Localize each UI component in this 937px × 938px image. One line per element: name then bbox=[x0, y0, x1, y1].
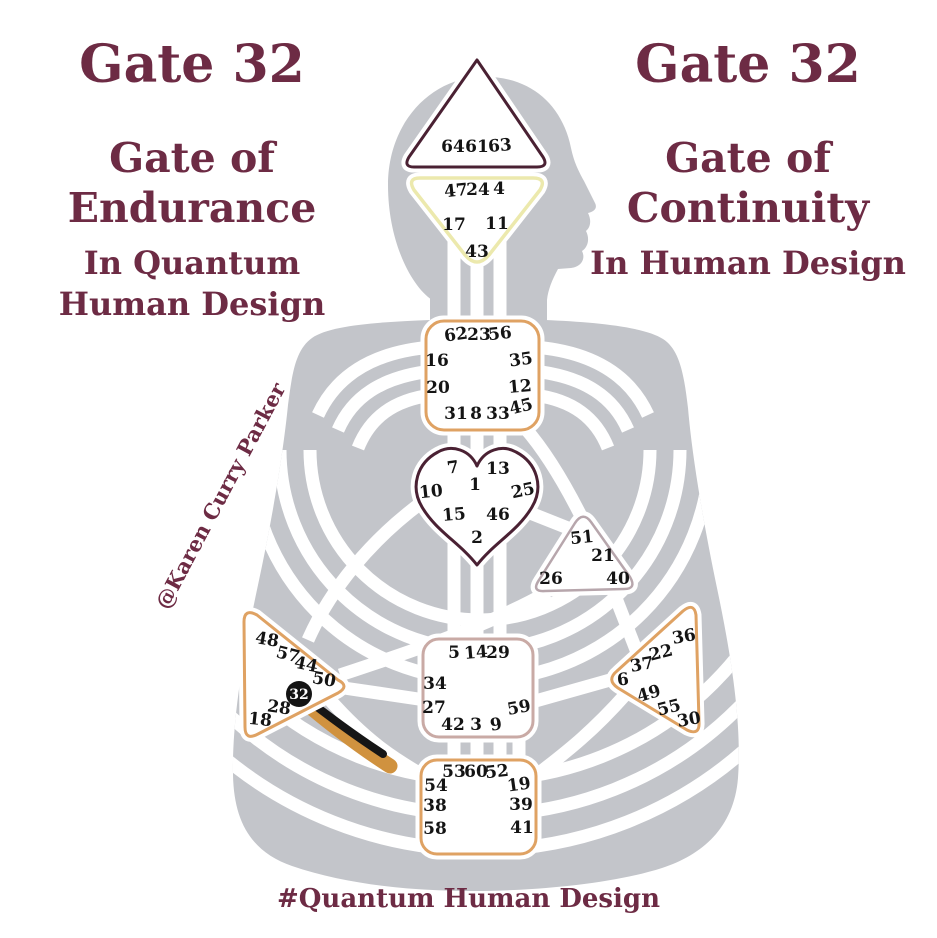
right-title-block: Gate 32 Gate of Continuity In Human Desi… bbox=[578, 34, 918, 284]
throat-center: 62 23 56 16 35 20 12 31 8 33 45 bbox=[420, 315, 545, 436]
gate-17: 17 bbox=[442, 215, 466, 235]
gate-34: 34 bbox=[423, 674, 447, 694]
gate-23: 23 bbox=[467, 325, 491, 345]
gate-5: 5 bbox=[448, 643, 460, 663]
gate-61: 61 bbox=[465, 137, 489, 157]
gate-35: 35 bbox=[508, 348, 534, 371]
g-center: 7 13 1 10 25 15 46 2 bbox=[410, 443, 544, 571]
gate-52: 52 bbox=[484, 761, 510, 783]
gate-30: 30 bbox=[676, 708, 703, 732]
gate-44: 44 bbox=[292, 653, 319, 678]
gate-47: 47 bbox=[443, 180, 469, 202]
gate-33: 33 bbox=[486, 404, 510, 424]
gate-6: 6 bbox=[616, 669, 630, 690]
gate-24: 24 bbox=[466, 180, 490, 200]
right-gate-title: Gate 32 bbox=[635, 34, 861, 95]
gate-59: 59 bbox=[506, 696, 533, 720]
left-subtitle-line2: Endurance bbox=[67, 183, 317, 232]
left-gate-tagline: In Quantum Human Design bbox=[22, 243, 362, 325]
gate-1: 1 bbox=[469, 475, 481, 495]
right-gate-tagline: In Human Design bbox=[590, 243, 906, 282]
gate-31: 31 bbox=[444, 404, 468, 424]
gate-2: 2 bbox=[471, 528, 483, 548]
gate-29: 29 bbox=[486, 643, 510, 663]
gate-12: 12 bbox=[507, 376, 532, 398]
will-center: 51 21 26 40 bbox=[530, 511, 638, 597]
gate-9: 9 bbox=[489, 714, 504, 735]
gate-41: 41 bbox=[510, 818, 534, 838]
head-center: 64 61 63 bbox=[401, 54, 551, 173]
gate-54: 54 bbox=[424, 776, 448, 796]
gate-37: 37 bbox=[629, 653, 656, 677]
left-tagline-line1: In Quantum bbox=[83, 243, 301, 282]
gate-26: 26 bbox=[539, 569, 563, 589]
gate-4: 4 bbox=[493, 179, 505, 199]
gate-38: 38 bbox=[423, 796, 447, 816]
gate-15: 15 bbox=[441, 504, 466, 526]
gate-62: 62 bbox=[443, 323, 469, 346]
gate-19: 19 bbox=[506, 773, 532, 796]
gate-28: 28 bbox=[266, 696, 292, 719]
gate-50: 50 bbox=[311, 668, 338, 692]
left-gate-subtitle: Gate of Endurance bbox=[22, 133, 362, 233]
gate-7: 7 bbox=[446, 457, 461, 478]
gate-56: 56 bbox=[487, 323, 513, 345]
gate-14: 14 bbox=[463, 642, 488, 664]
gate-42: 42 bbox=[441, 715, 465, 735]
gate-25: 25 bbox=[509, 479, 536, 503]
gate-3: 3 bbox=[470, 715, 482, 735]
spleen-center: 48 57 44 50 28 18 32 bbox=[238, 607, 350, 742]
gate-58: 58 bbox=[423, 819, 447, 839]
gate-10: 10 bbox=[418, 481, 444, 503]
highlighted-gate-32: 32 bbox=[286, 681, 312, 707]
left-gate-title: Gate 32 bbox=[79, 34, 305, 95]
gate-32: 32 bbox=[289, 687, 308, 703]
gate-13: 13 bbox=[486, 459, 510, 479]
ajna-center: 47 24 4 17 11 43 bbox=[406, 172, 548, 268]
footer-hashtag: #Quantum Human Design bbox=[276, 884, 661, 914]
gate-40: 40 bbox=[606, 569, 630, 589]
gate-11: 11 bbox=[485, 214, 509, 234]
left-subtitle-line1: Gate of bbox=[109, 133, 275, 182]
gate-20: 20 bbox=[426, 378, 450, 398]
gate-63: 63 bbox=[487, 135, 512, 157]
right-subtitle-line1: Gate of bbox=[665, 133, 831, 182]
gate-48: 48 bbox=[254, 628, 281, 652]
gate-64: 64 bbox=[441, 137, 465, 157]
gate-21: 21 bbox=[591, 546, 615, 566]
gate-53: 53 bbox=[442, 762, 466, 782]
root-center: 53 60 52 54 19 38 39 58 41 bbox=[415, 754, 542, 860]
left-title-block: Gate 32 Gate of Endurance In Quantum Hum… bbox=[22, 34, 362, 325]
gate-46: 46 bbox=[486, 505, 510, 525]
gate-51: 51 bbox=[569, 527, 595, 549]
gate-18: 18 bbox=[247, 709, 273, 731]
gate-8: 8 bbox=[470, 404, 482, 424]
left-tagline-line2: Human Design bbox=[58, 284, 326, 323]
gate-16: 16 bbox=[425, 351, 449, 371]
gate-36: 36 bbox=[671, 625, 698, 649]
gate-60: 60 bbox=[464, 762, 488, 782]
gate-43: 43 bbox=[465, 242, 489, 262]
right-subtitle-line2: Continuity bbox=[626, 183, 870, 232]
gate-39: 39 bbox=[509, 795, 533, 815]
solar-plexus-center: 36 22 37 6 49 55 30 bbox=[606, 601, 705, 738]
right-gate-subtitle: Gate of Continuity bbox=[578, 133, 918, 233]
sacral-center: 5 14 29 34 27 59 42 3 9 bbox=[417, 633, 539, 743]
gate-27: 27 bbox=[422, 698, 446, 718]
